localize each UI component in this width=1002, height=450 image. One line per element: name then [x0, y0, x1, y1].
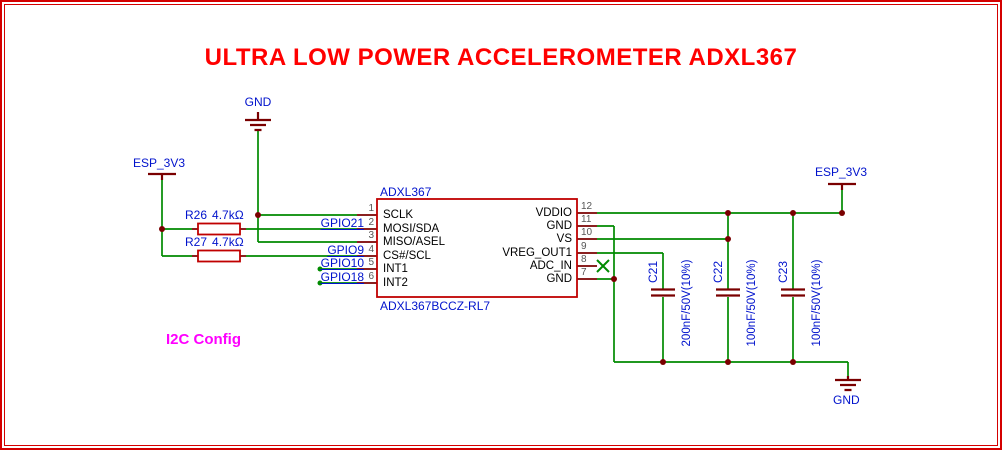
gnd-bottom-bars — [835, 376, 861, 392]
i2c-config-note: I2C Config — [166, 331, 241, 348]
pin-number-11: 11 — [581, 214, 592, 225]
capacitor-c23-symbol — [781, 288, 805, 297]
capacitor-c21-ref: C21 — [646, 260, 660, 284]
ic-value: ADXL367BCCZ-RL7 — [380, 299, 491, 313]
r26-body — [197, 222, 241, 236]
ic-body — [376, 198, 578, 298]
pin-name-adc-in: ADC_IN — [529, 260, 572, 272]
wire-ground-rail — [614, 361, 849, 376]
net-label-gpio9: GPIO9 — [327, 243, 364, 257]
ground-symbol-bottom-icon — [835, 376, 861, 392]
junction-dot — [725, 210, 731, 216]
ic-pin-stubs — [357, 212, 597, 284]
r27-value: 4.7kΩ — [212, 235, 244, 249]
wire-gnd-top-to-sclk-asel — [257, 130, 357, 243]
junction-dot — [790, 359, 796, 365]
junction-dot — [159, 226, 165, 232]
wire-cap-bottoms — [662, 297, 794, 362]
pin-name-cs-scl: CS#/SCL — [383, 250, 431, 262]
c22-plates — [716, 288, 740, 297]
capacitor-c22-symbol — [716, 288, 740, 297]
esp3v3-right-bar — [828, 182, 856, 190]
capacitor-c22-value: 100nF/50V(10%) — [746, 259, 758, 347]
capacitor-c22-ref: C22 — [711, 260, 725, 284]
net-label-gpio18: GPIO18 — [320, 270, 364, 284]
junction-dot — [839, 210, 845, 216]
wire-int1-int2 — [320, 268, 357, 284]
net-anchor-dot — [317, 280, 323, 286]
power-flag-esp3v3-left-icon — [148, 172, 176, 180]
pin-name-vddio: VDDIO — [535, 207, 572, 219]
gnd-bottom-label: GND — [833, 393, 860, 407]
esp3v3-left-label: ESP_3V3 — [133, 156, 186, 170]
pin-name-mosi-sda: MOSI/SDA — [383, 223, 440, 235]
pin-number-12: 12 — [581, 201, 593, 212]
ground-symbol-top-icon — [245, 112, 271, 132]
junction-dot — [660, 359, 666, 365]
esp3v3-right-label: ESP_3V3 — [815, 165, 868, 179]
pin-name-sclk: SCLK — [383, 209, 414, 221]
pin-number-1: 1 — [368, 203, 374, 214]
junction-dot — [611, 276, 617, 282]
wires — [161, 130, 849, 376]
r27-body — [197, 249, 241, 263]
pin-name-vreg-out1: VREG_OUT1 — [502, 247, 572, 259]
pin-number-5: 5 — [368, 257, 374, 268]
pin-number-7: 7 — [581, 267, 587, 278]
net-label-anchors — [317, 266, 323, 286]
pin-name-int1: INT1 — [383, 263, 408, 275]
pin-number-10: 10 — [581, 227, 593, 238]
net-label-gpio10: GPIO10 — [320, 256, 364, 270]
wire-gnd-pin11 — [597, 225, 615, 362]
resistor-r27-symbol — [192, 249, 246, 263]
wire-vreg-c21 — [597, 252, 664, 289]
capacitor-c21-value: 200nF/50V(10%) — [681, 259, 693, 347]
junction-dots — [159, 210, 845, 365]
r26-value: 4.7kΩ — [212, 208, 244, 222]
pin-number-4: 4 — [368, 244, 374, 255]
junction-dot — [255, 212, 261, 218]
junction-dot — [790, 210, 796, 216]
r26-ref: R26 — [185, 208, 208, 222]
pin-name-vs: VS — [556, 233, 572, 245]
capacitor-c23-value: 100nF/50V(10%) — [811, 259, 823, 347]
pin-name-miso-asel: MISO/ASEL — [383, 236, 445, 248]
esp3v3-left-bar — [148, 172, 176, 180]
r27-ref: R27 — [185, 235, 208, 249]
pin-number-8: 8 — [581, 254, 587, 265]
junction-dot — [725, 236, 731, 242]
resistor-r26-symbol — [192, 222, 246, 236]
resistor-r27-label: R27 4.7kΩ — [185, 235, 244, 249]
pin-number-6: 6 — [368, 271, 374, 282]
ic-designator: ADXL367 — [380, 185, 432, 199]
no-connect-x-icon — [596, 259, 610, 273]
capacitor-c23-ref: C23 — [776, 260, 790, 284]
schematic-title: ULTRA LOW POWER ACCELEROMETER ADXL367 — [204, 44, 798, 71]
pin-name-gnd-11: GND — [546, 220, 572, 232]
junction-dot — [725, 359, 731, 365]
gnd-top-bars — [245, 112, 271, 132]
pin-name-int2: INT2 — [383, 277, 408, 289]
c23-plates — [781, 288, 805, 297]
gnd-top-label: GND — [244, 95, 272, 109]
pin-name-gnd-7: GND — [546, 273, 572, 285]
net-label-gpio21: GPIO21 — [320, 216, 364, 230]
pin-number-3: 3 — [368, 230, 374, 241]
pin-number-9: 9 — [581, 241, 587, 252]
net-anchor-dot — [317, 266, 323, 272]
c21-plates — [651, 288, 675, 297]
capacitor-c21-symbol — [651, 288, 675, 297]
pin-number-2: 2 — [368, 217, 374, 228]
resistor-r26-label: R26 4.7kΩ — [185, 208, 244, 222]
power-flag-esp3v3-right-icon — [828, 182, 856, 190]
